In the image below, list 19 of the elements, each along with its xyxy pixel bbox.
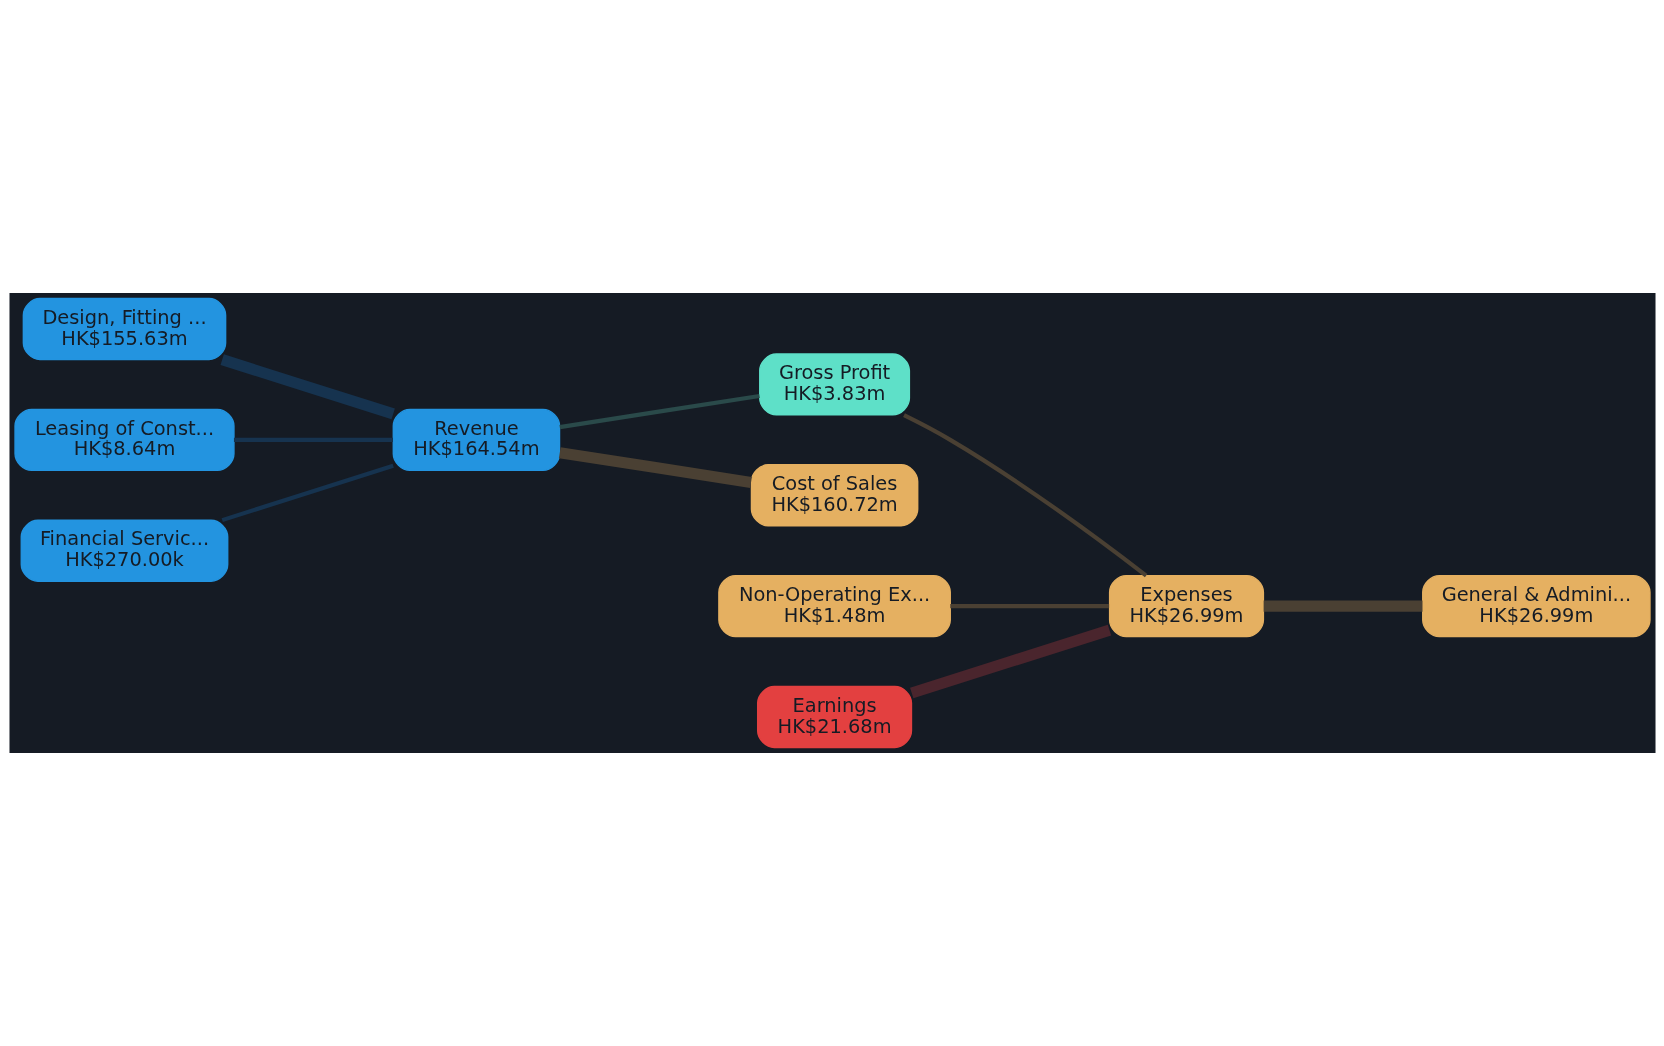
connector [1263, 600, 1422, 612]
connector [909, 624, 1111, 699]
node-box: Earnings HK$21.68m [756, 685, 912, 749]
node-box: Cost of Sales HK$160.72m [750, 464, 918, 527]
connector [233, 437, 393, 442]
connector [558, 447, 752, 488]
connector [949, 604, 1109, 609]
connector [902, 413, 1147, 578]
connector [221, 463, 394, 523]
node-box: Expenses HK$26.99m [1108, 574, 1264, 638]
node-box: General & Admini... HK$26.99m [1421, 574, 1651, 638]
node-box: Non-Operating Ex... HK$1.48m [717, 574, 951, 638]
node-box: Financial Servic... HK$270.00k [20, 519, 228, 582]
connector [558, 393, 760, 430]
connector [220, 354, 395, 420]
node-box: Leasing of Const... HK$8.64m [13, 408, 235, 472]
node-box: Revenue HK$164.54m [392, 408, 560, 472]
node-box: Design, Fitting ... HK$155.63m [22, 297, 226, 361]
node-box: Gross Profit HK$3.83m [758, 353, 910, 416]
